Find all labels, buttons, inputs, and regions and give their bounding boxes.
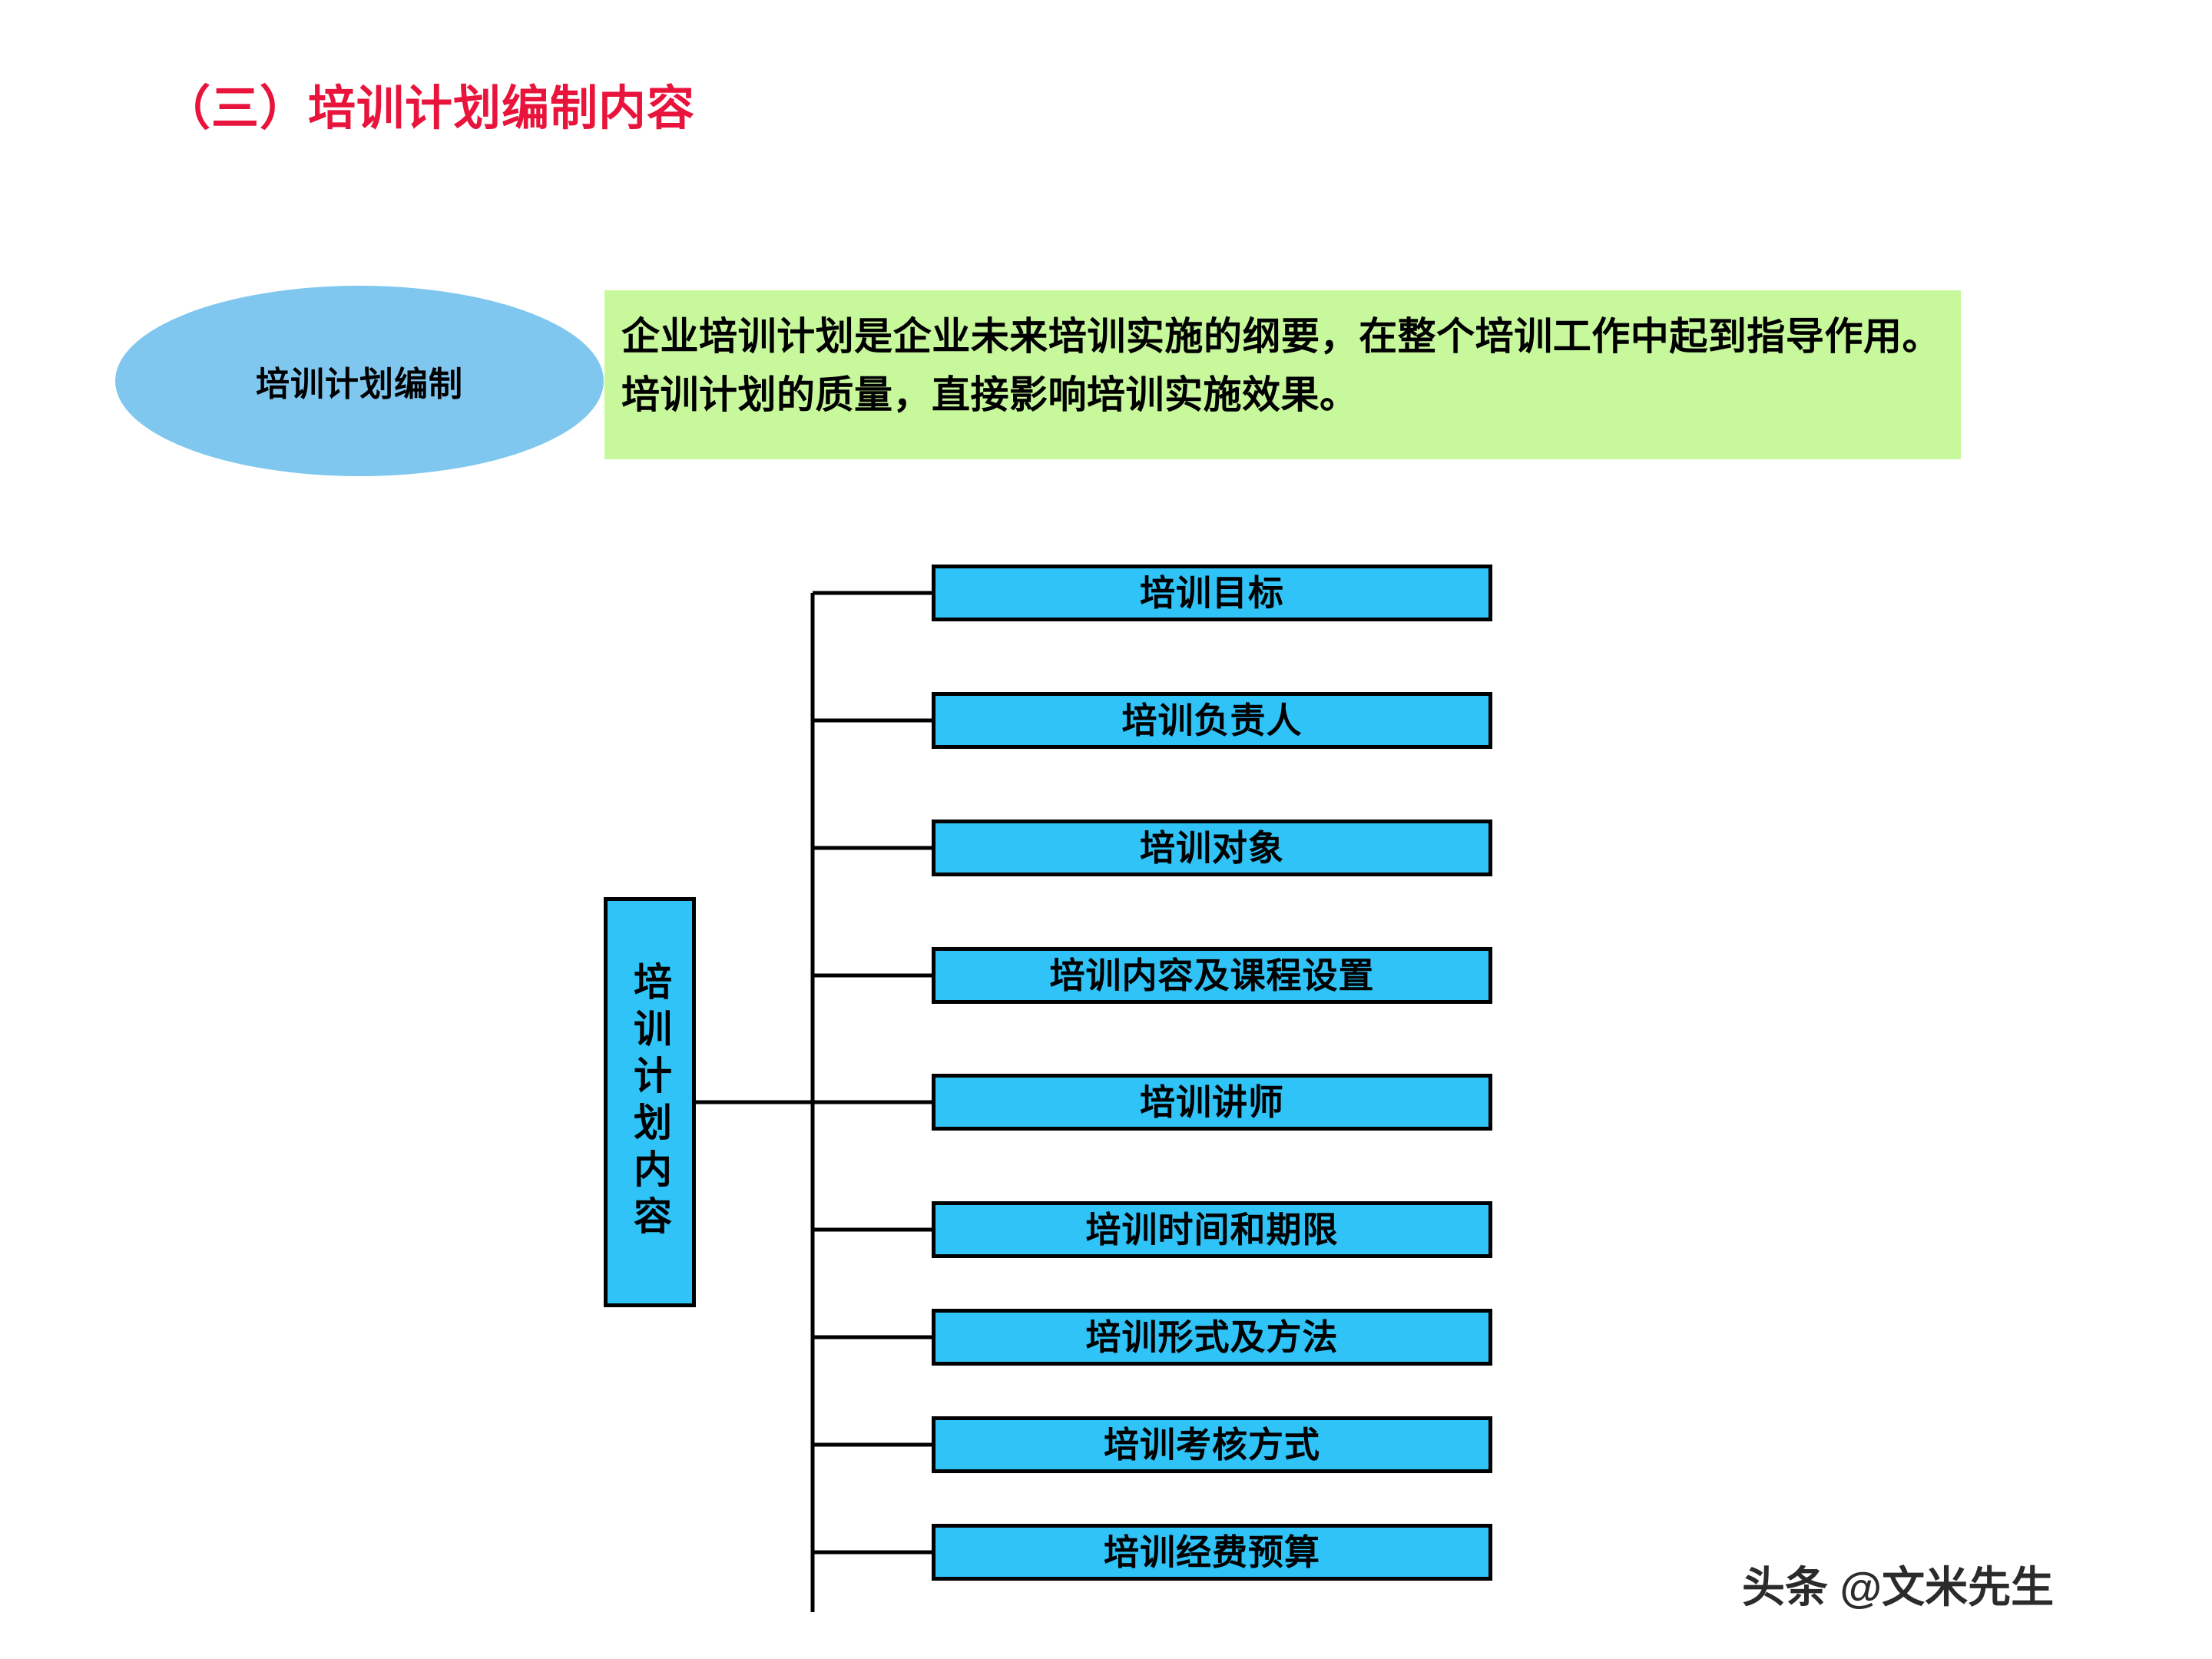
tree-leaf-training-content-courses[interactable]: 培训内容及课程设置 bbox=[932, 947, 1492, 1004]
tree-leaf-label: 培训对象 bbox=[1140, 828, 1284, 868]
tree-leaf-training-audience[interactable]: 培训对象 bbox=[932, 820, 1492, 876]
description-callout-box: 企业培训计划是企业未来培训实施的纲要，在整个培训工作中起到指导作用。培训计划的质… bbox=[604, 290, 1961, 459]
tree-leaf-label: 培训考核方式 bbox=[1104, 1425, 1320, 1465]
tree-leaf-label: 培训时间和期限 bbox=[1085, 1210, 1339, 1250]
root-node-training-plan-content: 培训计划内容 bbox=[604, 897, 696, 1307]
tree-leaf-label: 培训目标 bbox=[1140, 573, 1284, 613]
watermark: 头条 @文米先生 bbox=[1742, 1563, 2055, 1611]
root-node-label: 培训计划内容 bbox=[628, 962, 671, 1243]
tree-leaf-training-assessment[interactable]: 培训考核方式 bbox=[932, 1416, 1492, 1473]
tree-leaf-training-time-duration[interactable]: 培训时间和期限 bbox=[932, 1201, 1492, 1258]
tree-leaf-training-goal[interactable]: 培训目标 bbox=[932, 565, 1492, 621]
tree-leaf-label: 培训内容及课程设置 bbox=[1049, 955, 1375, 995]
tree-leaf-label: 培训形式及方法 bbox=[1085, 1317, 1339, 1357]
tree-leaf-training-instructor[interactable]: 培训讲师 bbox=[932, 1074, 1492, 1131]
tree-leaf-training-format-methods[interactable]: 培训形式及方法 bbox=[932, 1309, 1492, 1366]
ellipse-label: 培训计划编制 bbox=[256, 366, 463, 403]
ellipse-shape-training-plan: 培训计划编制 bbox=[115, 286, 604, 476]
tree-leaf-label: 培训经费预算 bbox=[1104, 1532, 1320, 1572]
page-title: （三）培训计划编制内容 bbox=[163, 82, 696, 135]
description-text: 企业培训计划是企业未来培训实施的纲要，在整个培训工作中起到指导作用。培训计划的质… bbox=[621, 315, 1941, 416]
tree-leaf-training-budget[interactable]: 培训经费预算 bbox=[932, 1524, 1492, 1581]
tree-leaf-training-owner[interactable]: 培训负责人 bbox=[932, 692, 1492, 749]
tree-leaf-label: 培训讲师 bbox=[1140, 1082, 1284, 1122]
tree-leaf-label: 培训负责人 bbox=[1121, 700, 1303, 740]
